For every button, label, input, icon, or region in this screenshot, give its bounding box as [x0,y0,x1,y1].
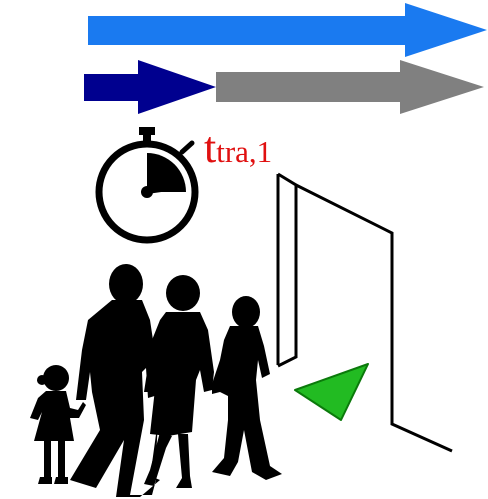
family-silhouette [30,264,282,497]
top-arrow [88,3,487,57]
gray-arrow [216,60,484,114]
child-silhouette [30,365,86,484]
mother-silhouette [144,275,214,488]
time-label: ttra,1 [204,123,272,172]
triangle-marker-icon [295,364,368,420]
stopwatch-icon [99,127,195,240]
door-outline [278,174,452,451]
small-arrow [84,60,216,114]
time-label-subscript: tra,1 [216,134,272,169]
boy-silhouette [212,296,282,480]
